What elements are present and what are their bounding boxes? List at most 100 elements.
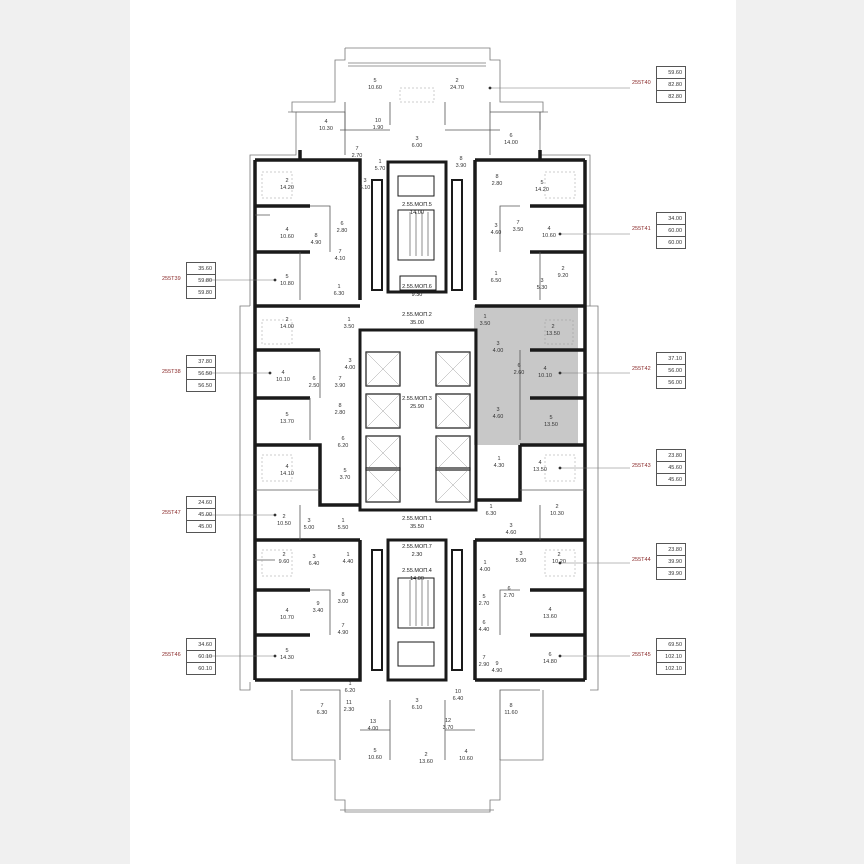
room-number: 3 bbox=[496, 407, 499, 413]
room-area: 6.40 bbox=[309, 561, 320, 567]
room-number: 3 bbox=[415, 698, 418, 704]
room-number: 1 bbox=[497, 456, 500, 462]
room-number: 6 bbox=[517, 363, 520, 369]
total-area: 82.80 bbox=[656, 78, 686, 91]
room-area: 5.50 bbox=[338, 525, 349, 531]
room-number: 10 bbox=[455, 689, 461, 695]
corridor-area: 25.90 bbox=[410, 404, 424, 410]
room-area: 2.50 bbox=[309, 383, 320, 389]
room-area: 10.80 bbox=[280, 281, 294, 287]
room-number: 2 bbox=[455, 78, 458, 84]
corridor-area: 2.30 bbox=[412, 552, 423, 558]
room-area: 6.20 bbox=[345, 688, 356, 694]
apartment-code: 255Т43 bbox=[632, 463, 651, 469]
room-number: 8 bbox=[341, 592, 344, 598]
room-number: 1 bbox=[483, 314, 486, 320]
room-area: 14.00 bbox=[504, 140, 518, 146]
room-number: 5 bbox=[482, 594, 485, 600]
total-area: 60.10 bbox=[186, 650, 216, 663]
total-area-with-balcony: 39.90 bbox=[656, 567, 686, 580]
room-number: 1 bbox=[378, 159, 381, 165]
total-area: 45.60 bbox=[656, 461, 686, 474]
corridor-labels: 2.55.МОП.5 14.00 2.55.МОП.6 9.30 2.55.МО… bbox=[402, 202, 432, 582]
room-number: 3 bbox=[415, 136, 418, 142]
room-number: 2 bbox=[561, 266, 564, 272]
room-area: 14.20 bbox=[280, 185, 294, 191]
total-area-with-balcony: 59.80 bbox=[186, 286, 216, 299]
living-area: 23.80 bbox=[656, 543, 686, 556]
corridor-area: 9.30 bbox=[412, 292, 423, 298]
drawing-sheet bbox=[130, 0, 736, 864]
apartment-code: 255Т41 bbox=[632, 226, 651, 232]
room-number: 6 bbox=[312, 376, 315, 382]
room-number: 7 bbox=[341, 623, 344, 629]
corridor-code: 2.55.МОП.1 bbox=[402, 516, 432, 522]
corridor-area: 35.50 bbox=[410, 524, 424, 530]
room-number: 1 bbox=[347, 317, 350, 323]
room-number: 4 bbox=[281, 370, 284, 376]
room-area: 4.40 bbox=[343, 559, 354, 565]
room-number: 4 bbox=[464, 749, 467, 755]
apartment-code: 255Т42 bbox=[632, 366, 651, 372]
room-area: 14.80 bbox=[543, 659, 557, 665]
room-number: 9 bbox=[316, 601, 319, 607]
room-number: 2 bbox=[557, 552, 560, 558]
room-area: 5.70 bbox=[375, 166, 386, 172]
room-number: 2 bbox=[282, 552, 285, 558]
room-number: 1 bbox=[348, 681, 351, 687]
room-area: 2.30 bbox=[344, 707, 355, 713]
room-area: 2.70 bbox=[504, 593, 515, 599]
room-area: 13.50 bbox=[544, 422, 558, 428]
room-number: 2 bbox=[555, 504, 558, 510]
room-number: 9 bbox=[495, 661, 498, 667]
room-area: 14.30 bbox=[280, 655, 294, 661]
room-area: 14.20 bbox=[535, 187, 549, 193]
room-number: 1 bbox=[346, 552, 349, 558]
room-area: 2.80 bbox=[335, 410, 346, 416]
apartment-code: 255Т46 bbox=[162, 652, 181, 658]
partitions bbox=[255, 102, 585, 760]
elevator-core bbox=[358, 328, 478, 512]
room-number: 4 bbox=[285, 464, 288, 470]
room-number: 2 bbox=[285, 178, 288, 184]
room-number: 3 bbox=[519, 551, 522, 557]
room-area: 13.50 bbox=[546, 331, 560, 337]
room-area: 4.90 bbox=[311, 240, 322, 246]
apartment-code: 255Т47 bbox=[162, 510, 181, 516]
room-number: 13 bbox=[370, 719, 376, 725]
room-area: 10.10 bbox=[538, 373, 552, 379]
room-area: 11.60 bbox=[504, 710, 517, 716]
room-area: 6.30 bbox=[486, 511, 497, 517]
room-area: 10.60 bbox=[542, 233, 556, 239]
room-area: 9.20 bbox=[558, 273, 569, 279]
room-number: 1 bbox=[483, 560, 486, 566]
room-area: 5.00 bbox=[304, 525, 315, 531]
room-number: 6 bbox=[482, 620, 485, 626]
living-area: 37.10 bbox=[656, 352, 686, 365]
room-area: 13.60 bbox=[543, 614, 557, 620]
room-area: 13.50 bbox=[533, 467, 547, 473]
room-number: 2 bbox=[285, 317, 288, 323]
room-area: 4.60 bbox=[491, 230, 502, 236]
highlighted-apartment-255T42[interactable] bbox=[474, 305, 578, 445]
room-area: 4.10 bbox=[335, 256, 346, 262]
room-number: 7 bbox=[338, 376, 341, 382]
total-area: 102.10 bbox=[656, 650, 686, 663]
room-area: 4.90 bbox=[492, 668, 503, 674]
total-area-with-balcony: 45.60 bbox=[656, 473, 686, 486]
room-number: 6 bbox=[341, 436, 344, 442]
room-area: 14.10 bbox=[280, 471, 294, 477]
room-area: 2.70 bbox=[479, 601, 490, 607]
lower-core bbox=[371, 538, 463, 682]
